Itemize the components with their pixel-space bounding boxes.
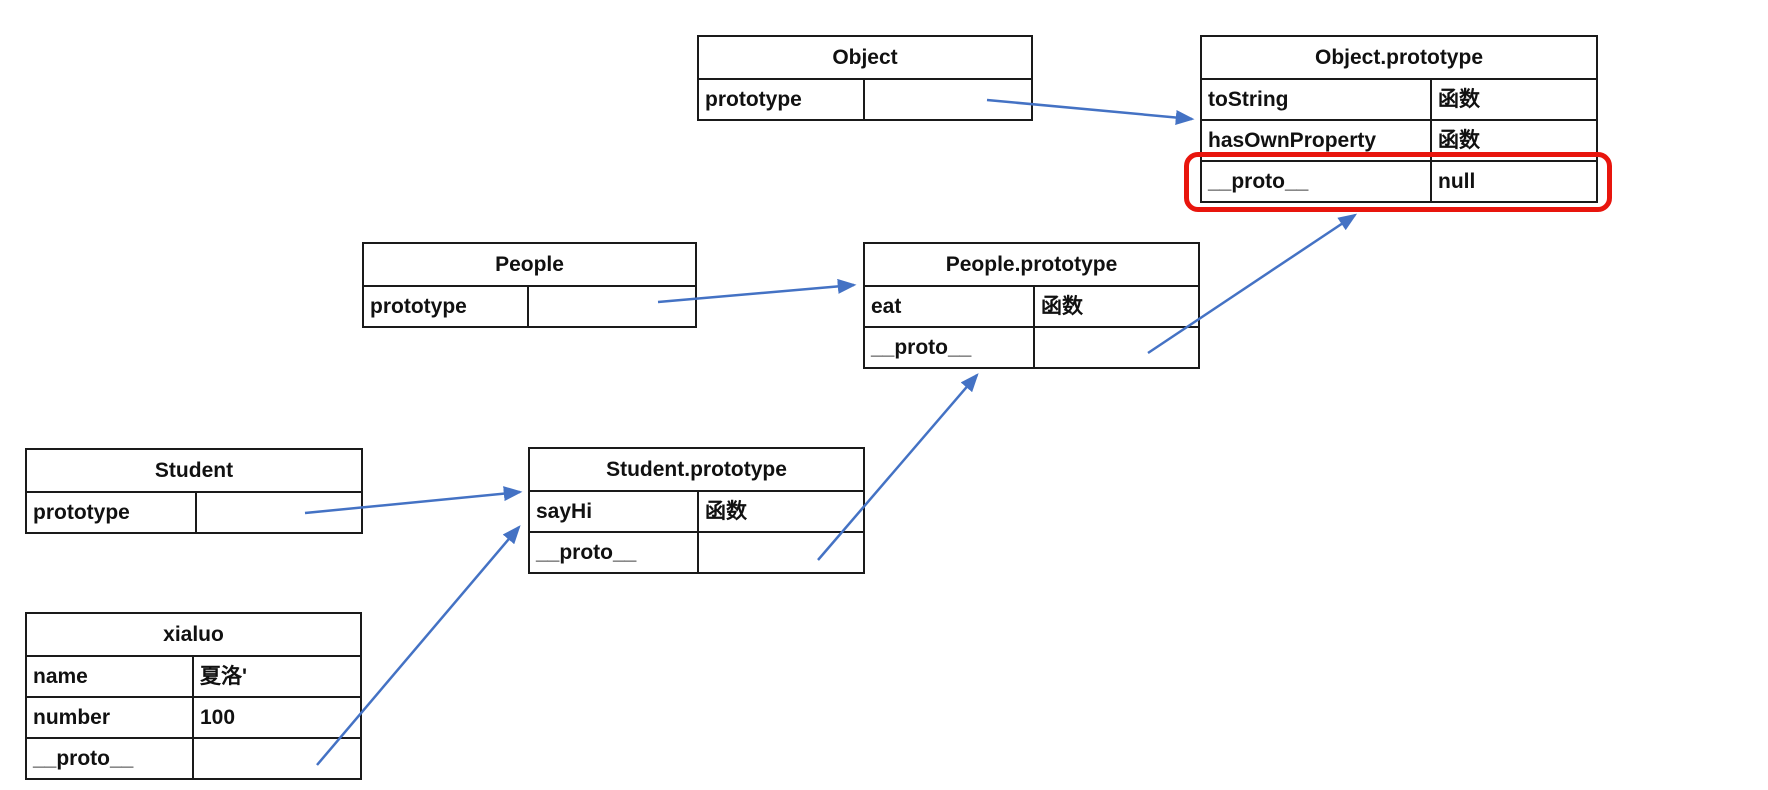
table-people-title: People	[495, 253, 564, 276]
table-row: prototype	[699, 78, 1031, 119]
cell-value: null	[1438, 170, 1476, 193]
table-row: __proto__	[865, 326, 1198, 367]
cell-value	[1035, 328, 1198, 367]
table-people-prototype: People.prototype eat 函数 __proto__	[863, 242, 1200, 369]
table-row: eat 函数	[865, 285, 1198, 326]
cell-value: 函数	[705, 500, 747, 523]
table-row: hasOwnProperty 函数	[1202, 119, 1596, 160]
cell-value: 函数	[1041, 295, 1083, 318]
cell-value: 100	[200, 706, 236, 729]
cell-key: __proto__	[27, 739, 194, 778]
cell-key: __proto__	[1202, 162, 1432, 201]
table-row: toString 函数	[1202, 78, 1596, 119]
cell-key: __proto__	[865, 328, 1035, 367]
table-object-prototype: Object.prototype toString 函数 hasOwnPrope…	[1200, 35, 1598, 203]
table-row: sayHi 函数	[530, 490, 863, 531]
cell-key: __proto__	[530, 533, 699, 572]
cell-value	[197, 493, 361, 532]
table-row: number 100	[27, 696, 360, 737]
table-row: prototype	[27, 491, 361, 532]
cell-key: name	[27, 657, 194, 696]
table-xialuo-title: xialuo	[163, 623, 224, 646]
table-student-prototype: Student.prototype sayHi 函数 __proto__	[528, 447, 865, 574]
table-student-title: Student	[154, 459, 234, 482]
table-xialuo: xialuo name 夏洛' number 100 __proto__	[25, 612, 362, 780]
table-row: name 夏洛'	[27, 655, 360, 696]
table-row: prototype	[364, 285, 695, 326]
table-row: __proto__	[530, 531, 863, 572]
table-row-proto-highlighted: __proto__ null	[1202, 160, 1596, 201]
table-people: People prototype	[362, 242, 697, 328]
cell-key: eat	[865, 287, 1035, 326]
cell-key: hasOwnProperty	[1202, 121, 1432, 160]
cell-key: prototype	[699, 80, 865, 119]
cell-value	[529, 287, 695, 326]
cell-value	[865, 80, 1031, 119]
table-object: Object prototype	[697, 35, 1033, 121]
table-student: Student prototype	[25, 448, 363, 534]
cell-key: sayHi	[530, 492, 699, 531]
table-object-title: Object	[832, 46, 898, 69]
table-student-prototype-title: Student.prototype	[606, 458, 787, 481]
cell-value	[699, 533, 863, 572]
cell-value	[194, 739, 360, 778]
table-row: __proto__	[27, 737, 360, 778]
cell-key: prototype	[364, 287, 529, 326]
cell-key: toString	[1202, 80, 1432, 119]
cell-value: 函数	[1438, 88, 1480, 111]
table-object-prototype-title: Object.prototype	[1314, 46, 1483, 69]
cell-key: prototype	[27, 493, 197, 532]
cell-value: 函数	[1438, 129, 1480, 152]
table-people-prototype-title: People.prototype	[945, 253, 1118, 276]
cell-key: number	[27, 698, 194, 737]
cell-value: 夏洛'	[200, 665, 247, 688]
